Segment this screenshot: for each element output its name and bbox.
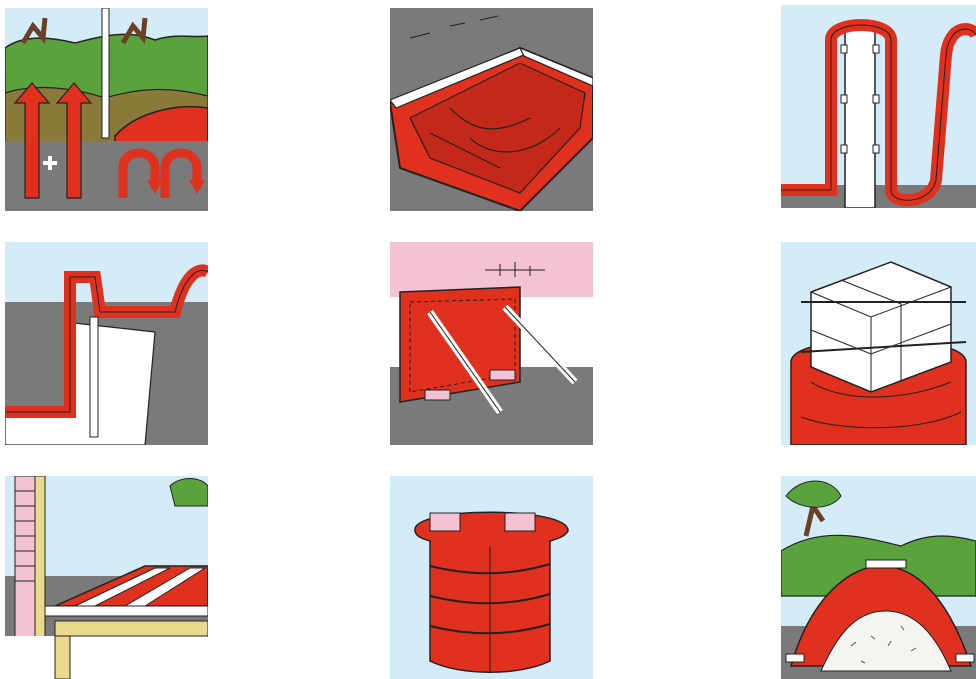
illustration-tile-wrapped-blocks — [781, 242, 976, 445]
illustration-tile-tied-bundle — [390, 476, 593, 679]
illustration-tile-retaining-wall — [5, 242, 208, 445]
wrapped-blocks-icon — [781, 242, 976, 445]
drainage-pressure-icon — [5, 8, 208, 211]
illustration-tile-wall-wrap — [781, 5, 976, 208]
wall-wrap-icon — [781, 5, 976, 208]
illustration-tile-braced-panel — [390, 242, 593, 445]
covered-mound-icon — [781, 476, 976, 679]
lined-pond-icon — [390, 8, 593, 211]
illustration-tile-pond — [390, 8, 593, 211]
braced-panel-icon — [390, 242, 593, 445]
tied-bundle-icon — [390, 476, 593, 679]
floor-slab-icon — [5, 476, 208, 679]
illustration-tile-drainage — [5, 8, 208, 211]
retaining-wall-icon — [5, 242, 208, 445]
illustration-tile-floor-slab — [5, 476, 208, 679]
illustration-tile-covered-mound — [781, 476, 976, 679]
